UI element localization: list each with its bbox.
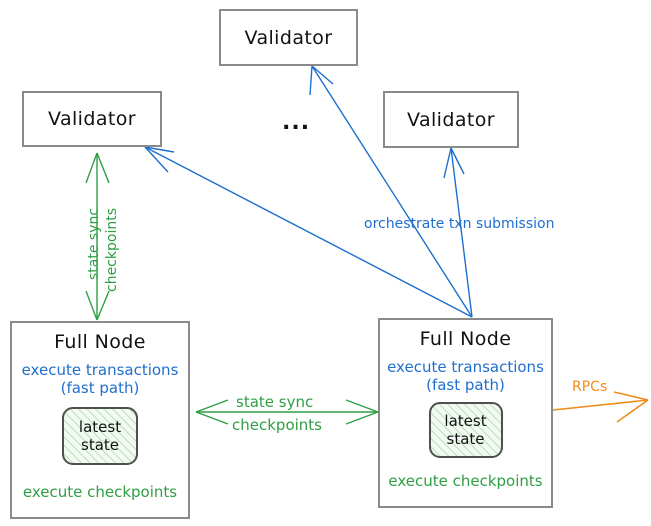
state-sync-vertical-line-1: state sync (86, 207, 102, 280)
fullnode-left-blue-line-1: execute transactions (21, 361, 179, 379)
rpcs-label: RPCs (572, 379, 608, 395)
validator-box-top[interactable]: Validator (219, 9, 358, 66)
fullnode-right-blue-line-2: (fast path) (426, 375, 505, 394)
arrow-rpcs (552, 391, 649, 423)
orchestrate-txn-submission-label: orchestrate txn submission (364, 216, 555, 232)
latest-state-right-line-1: latest (444, 412, 487, 431)
fullnode-right-title: Full Node (419, 328, 512, 350)
fullnode-left-blue-line-2: (fast path) (60, 378, 140, 397)
arrow-fullnode-to-validator-right (443, 147, 473, 318)
fullnode-box-right[interactable]: Full Node execute transactions (fast pat… (378, 318, 553, 508)
fullnode-left-title: Full Node (54, 331, 146, 353)
validator-top-label: Validator (244, 26, 333, 49)
fullnode-right-blue-text: execute transactions (fast path) (387, 358, 544, 394)
state-sync-vertical-line-2: checkpoints (104, 208, 120, 292)
validator-box-right[interactable]: Validator (383, 91, 519, 148)
latest-state-box-left[interactable]: latest state (62, 407, 138, 466)
latest-state-right-line-2: state (446, 430, 485, 449)
fullnode-left-blue-text: execute transactions (fast path) (21, 361, 179, 397)
validator-left-label: Validator (48, 108, 136, 130)
arrow-fullnode-to-validator-left (144, 146, 473, 318)
state-sync-horizontal-line-1: state sync (236, 393, 314, 411)
state-sync-horizontal-line-2: checkpoints (232, 416, 322, 434)
fullnode-left-green-line: execute checkpoints (22, 483, 178, 502)
latest-state-left-line-2: state (81, 436, 119, 455)
fullnode-right-green-line: execute checkpoints (388, 472, 543, 491)
ellipsis-label: ... (282, 110, 311, 135)
fullnode-right-blue-line-1: execute transactions (387, 358, 544, 376)
latest-state-left-line-1: latest (78, 418, 122, 437)
validator-box-left[interactable]: Validator (22, 91, 162, 147)
validator-right-label: Validator (407, 108, 495, 131)
fullnode-box-left[interactable]: Full Node execute transactions (fast pat… (10, 321, 190, 519)
latest-state-box-right[interactable]: latest state (428, 402, 503, 459)
